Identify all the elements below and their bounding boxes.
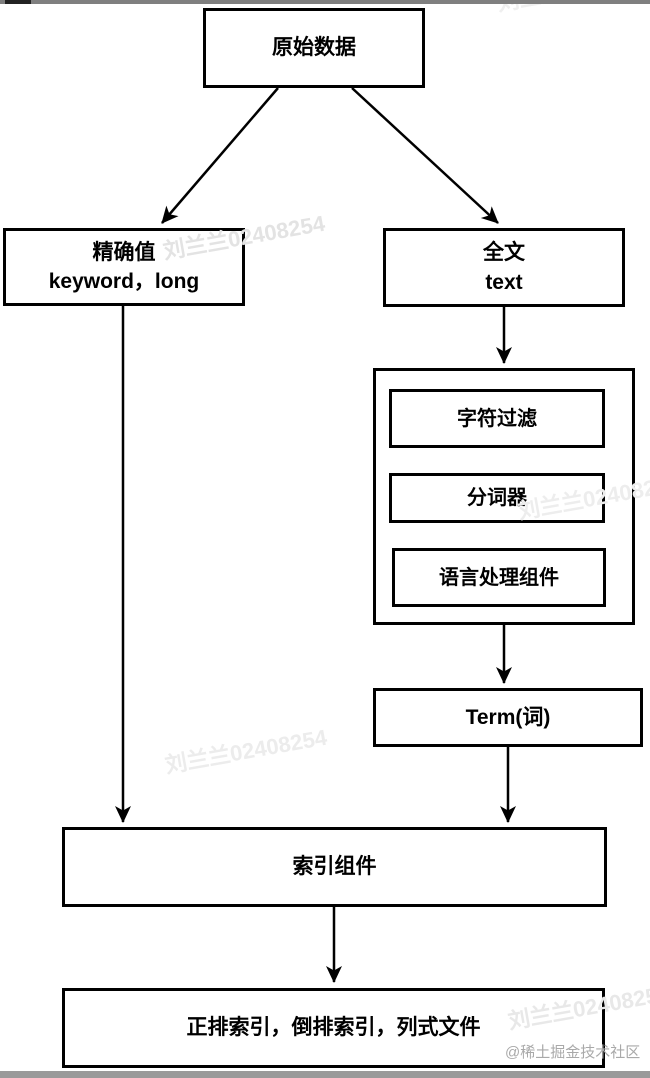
node-term: Term(词) xyxy=(373,688,643,747)
top-border-bar xyxy=(0,0,650,4)
node-term-label: Term(词) xyxy=(465,705,551,729)
node-tokenizer: 分词器 xyxy=(389,473,605,523)
node-raw-data-label: 原始数据 xyxy=(272,36,356,60)
node-char-filter: 字符过滤 xyxy=(389,389,605,448)
node-analyzer-pipeline xyxy=(373,368,635,625)
top-border-mark xyxy=(5,0,31,4)
node-raw-data: 原始数据 xyxy=(203,8,425,88)
node-tokenizer-label: 分词器 xyxy=(467,487,527,509)
node-index-outputs: 正排索引，倒排索引，列式文件 xyxy=(62,988,605,1068)
node-exact-value: 精确值 keyword，long xyxy=(3,228,245,306)
node-index-component-label: 索引组件 xyxy=(292,855,377,879)
arrow-raw-to-exact xyxy=(161,87,279,224)
node-full-text: 全文 text xyxy=(383,228,625,307)
node-exact-value-label-types: keyword，long xyxy=(48,270,200,293)
node-full-text-label-type: text xyxy=(485,270,523,294)
node-full-text-label-cn: 全文 xyxy=(483,241,525,265)
node-language-processor-label: 语言处理组件 xyxy=(439,566,559,589)
node-exact-value-label-cn: 精确值 xyxy=(92,240,156,264)
node-language-processor: 语言处理组件 xyxy=(392,548,606,607)
arrow-raw-to-fulltext xyxy=(351,87,499,224)
bottom-border-bar xyxy=(0,1071,650,1078)
node-index-component: 索引组件 xyxy=(62,827,607,907)
node-char-filter-label: 字符过滤 xyxy=(457,407,537,430)
node-index-outputs-label: 正排索引，倒排索引，列式文件 xyxy=(186,1016,481,1040)
